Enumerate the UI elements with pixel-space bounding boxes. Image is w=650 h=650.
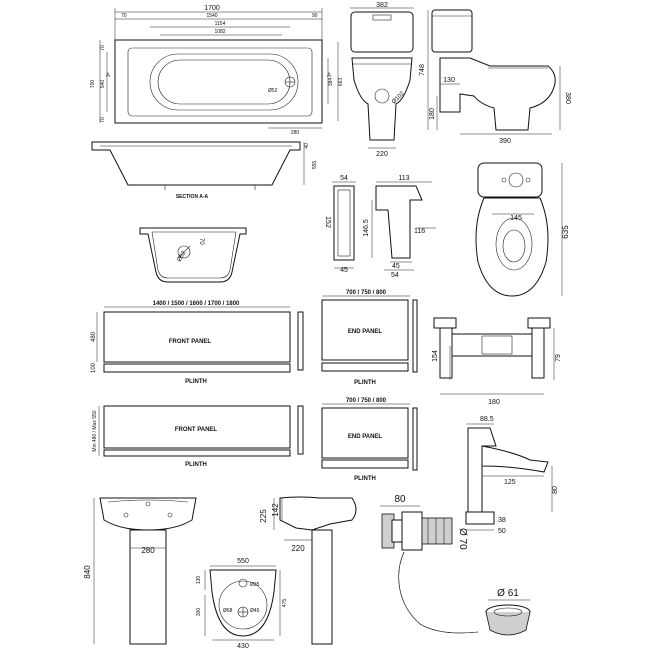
toilet-side-pan-height: 380 [564, 92, 571, 104]
basin-side-h1: 225 [259, 509, 268, 523]
section-aa-label: SECTION A-A [176, 194, 209, 200]
bath-inner-length: 1540 [206, 13, 217, 19]
mixer-height-top: 88.5 [480, 416, 494, 423]
toilet-side-depth: 390 [499, 138, 511, 145]
bath-section-mark-right: A [327, 73, 331, 79]
bath-overall-length: 1700 [204, 5, 220, 12]
bath-side-view: 40 555 SECTION A-A [91, 141, 318, 200]
bath-left-b: 70 [100, 117, 106, 123]
end-panel-2-label: END PANEL [348, 434, 383, 440]
toilet-side-view: 748 130 180 380 390 [419, 9, 571, 145]
basin-front-view: 840 280 [83, 497, 197, 645]
bath-right-h1: 384 [328, 78, 334, 87]
front-panel-1-label: FRONT PANEL [169, 339, 212, 345]
waste-length: 80 [394, 494, 406, 505]
basin-side-view: 225 142 220 [259, 496, 357, 645]
front-panel-lengths: 1400 / 1500 / 1600 / 1700 / 1800 [153, 301, 240, 307]
basin-tap-views: 54 152 45 113 146.5 116 45 54 [324, 175, 436, 279]
bath-mid-length: 1154 [215, 21, 226, 27]
toilet-top-height: 635 [561, 225, 570, 239]
end-panel-1-label: END PANEL [348, 329, 383, 335]
end-panel-1-plinth: PLINTH [354, 380, 376, 386]
front-panel-1-plinth: PLINTH [185, 379, 207, 385]
tap-base-width: 45 [340, 267, 348, 274]
bath-section-mark-left: A [106, 73, 110, 79]
bath-filler-width: 180 [488, 399, 500, 406]
bath-waste: 80 Ø 70 Ø 61 [380, 494, 531, 636]
tap-height: 152 [324, 216, 331, 228]
toilet-front-waste: Ø102 [391, 90, 406, 105]
bath-filler-projection: 79 [555, 354, 562, 362]
basin-front-height: 840 [83, 565, 92, 579]
tap-base-d: 54 [391, 272, 399, 279]
bath-right-margin: 90 [312, 13, 318, 19]
basin-top-overall: 430 [237, 643, 249, 650]
front-panel-2-height: Min 480 / Max 550 [92, 410, 98, 451]
tap-top-width: 54 [340, 175, 348, 182]
bath-width: 700 [90, 80, 96, 89]
toilet-side-height: 748 [419, 64, 426, 76]
basin-side-depth: 220 [291, 544, 305, 553]
mixer-height: 80 [552, 486, 559, 494]
basin-top-bowl: Ø35 [250, 582, 260, 588]
tap-reach: 116 [414, 228, 425, 235]
bath-inner-width: 540 [100, 80, 106, 89]
bath-depth-2: 555 [312, 161, 318, 170]
bath-filler-height: 154 [432, 350, 439, 362]
end-panel-1: 700 / 750 / 800 END PANEL PLINTH [321, 290, 418, 386]
front-panel-1: 1400 / 1500 / 1600 / 1700 / 1800 FRONT P… [91, 301, 304, 385]
basin-top-view: 550 Ø35 Ø68 Ø45 130 300 475 430 [196, 558, 288, 650]
front-panel-height: 480 [91, 331, 97, 342]
basin-top-d1: 300 [196, 608, 202, 617]
tap-spout-length: 113 [398, 175, 409, 182]
basin-top-ped: Ø45 [250, 608, 260, 614]
toilet-side-floor: 180 [429, 108, 436, 120]
section-angle: 70 [198, 238, 204, 245]
front-plinth-height: 100 [91, 362, 97, 373]
section-waste: Ø52 [177, 250, 188, 263]
bath-waste-diameter: Ø52 [268, 88, 278, 94]
end-panel-2-widths: 700 / 750 / 800 [346, 398, 387, 404]
toilet-top-waste-width: 145 [510, 215, 522, 222]
basin-front-pedestal: 280 [141, 546, 155, 555]
bath-left-a: 70 [100, 45, 106, 51]
waste-plug: Ø 61 [497, 588, 519, 599]
end-panel-1-widths: 700 / 750 / 800 [346, 290, 387, 296]
mixer-base-1: 38 [498, 517, 506, 524]
basin-side-h2: 142 [271, 503, 280, 517]
bath-depth-1: 40 [304, 143, 310, 149]
front-panel-2: FRONT PANEL Min 480 / Max 550 PLINTH [92, 405, 304, 468]
basin-top-waste: Ø68 [223, 608, 233, 614]
basin-mixer: 88.5 125 80 38 50 [465, 416, 559, 535]
basin-top-d2: 475 [282, 599, 288, 608]
bath-left-margin: 70 [121, 13, 127, 19]
front-panel-2-label: FRONT PANEL [175, 427, 218, 433]
toilet-front-width: 382 [376, 2, 388, 9]
bath-right-offset: 280 [291, 130, 300, 136]
toilet-front-view: 382 220 Ø102 [350, 2, 414, 158]
end-panel-2-plinth: PLINTH [354, 476, 376, 482]
bath-top-view: 1700 70 1540 90 1154 1082 Ø52 A A 700 54… [90, 5, 344, 136]
mixer-spout: 125 [504, 479, 516, 486]
bath-section: 70 Ø52 [139, 227, 247, 283]
basin-top-width: 550 [237, 558, 249, 565]
tap-base-w: 45 [392, 263, 400, 270]
tap-spout-height: 146.5 [363, 219, 370, 237]
mixer-base-2: 50 [498, 528, 506, 535]
toilet-top-view: 145 635 [475, 162, 570, 297]
end-panel-2: 700 / 750 / 800 END PANEL PLINTH [321, 398, 418, 482]
waste-diameter: Ø 70 [457, 528, 468, 550]
bath-filler: 154 79 180 [432, 317, 562, 406]
basin-top-tap-hole: 130 [196, 576, 202, 585]
front-panel-2-plinth: PLINTH [185, 462, 207, 468]
toilet-side-offset: 130 [443, 77, 455, 84]
bath-right-h2: 663 [338, 78, 344, 87]
bath-inner-mid: 1082 [214, 29, 225, 35]
toilet-front-base: 220 [376, 151, 388, 158]
